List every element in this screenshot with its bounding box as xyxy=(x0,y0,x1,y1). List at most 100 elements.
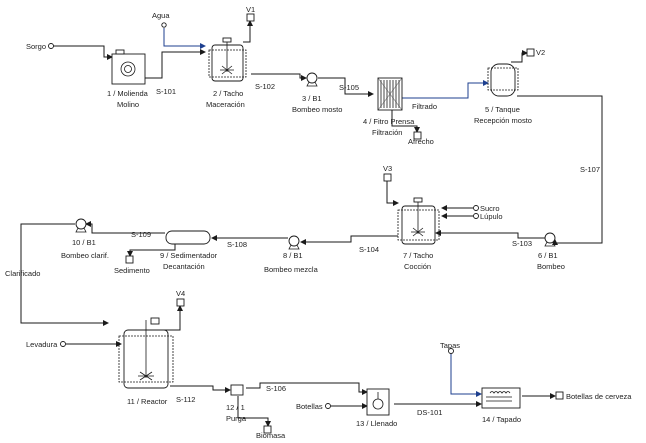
label-afrecho: Afrecho xyxy=(408,137,434,146)
tag-llenado: 13 / Llenado xyxy=(356,419,397,428)
stream-label-s109: S-109 xyxy=(131,230,151,239)
stream-label-s104: S-104 xyxy=(359,245,379,254)
label-sorgo: Sorgo xyxy=(26,42,46,51)
levadura-terminal-icon xyxy=(60,341,66,347)
stream-s107[interactable] xyxy=(517,95,603,245)
molino-icon[interactable] xyxy=(111,49,146,85)
tag-sediment: 9 / Sedimentador xyxy=(160,251,218,260)
sedimento-terminal-icon xyxy=(125,255,134,264)
sucro-terminal-icon xyxy=(473,205,479,211)
stream-label-s112: S-112 xyxy=(176,395,195,404)
agua-terminal-icon xyxy=(161,22,167,28)
purga-icon[interactable] xyxy=(230,384,244,396)
tag-purga: 12 / 1 xyxy=(226,403,245,412)
stream-v2[interactable] xyxy=(511,50,528,63)
label-levadura: Levadura xyxy=(26,340,58,349)
tag-bomba6: 6 / B1 xyxy=(538,251,558,260)
name-purga: Purga xyxy=(226,414,247,423)
lupulo-terminal-icon xyxy=(473,213,479,219)
sedimentador-icon[interactable] xyxy=(165,230,211,245)
stream-label-s106: S-106 xyxy=(266,384,286,393)
tanque-recepcion-icon[interactable] xyxy=(487,63,519,97)
bomba-6-icon[interactable] xyxy=(544,232,556,247)
llenado-icon[interactable] xyxy=(366,388,390,416)
stream-s104[interactable] xyxy=(300,235,398,245)
label-botellas-cerveza: Botellas de cerveza xyxy=(566,392,632,401)
stream-v4[interactable] xyxy=(160,305,183,331)
label-agua: Agua xyxy=(152,11,170,20)
stream-label-s101: S-101 xyxy=(156,87,176,96)
stream-s105[interactable] xyxy=(318,77,374,97)
tag-bomba10: 10 / B1 xyxy=(72,238,96,247)
stream-sorgo[interactable] xyxy=(53,45,113,60)
stream-filtrado[interactable] xyxy=(402,80,489,99)
stream-s112[interactable] xyxy=(170,385,231,393)
name-bomba6: Bombeo xyxy=(537,262,565,271)
name-tanque: Recepción mosto xyxy=(474,116,532,125)
botellas-terminal-icon xyxy=(325,403,331,409)
biomasa-terminal-icon xyxy=(263,425,272,434)
stream-s101[interactable] xyxy=(145,49,206,79)
name-macer: Maceración xyxy=(206,100,245,109)
stream-tapas[interactable] xyxy=(450,354,482,397)
reactor-icon[interactable] xyxy=(118,317,174,389)
tag-bomba8: 8 / B1 xyxy=(283,251,303,260)
stream-s106[interactable] xyxy=(246,382,368,395)
label-v2: V2 xyxy=(536,48,545,57)
stream-v3[interactable] xyxy=(386,180,399,206)
stream-label-s105: S-105 xyxy=(339,83,359,92)
afrecho-terminal-icon xyxy=(413,131,422,140)
v3-terminal-icon xyxy=(383,173,392,182)
stream-biomasa[interactable] xyxy=(237,396,271,427)
tacho-maceracion-icon[interactable] xyxy=(208,37,247,82)
bomba-8-icon[interactable] xyxy=(288,235,300,250)
stream-s109[interactable] xyxy=(85,221,165,234)
stream-label-ds101: DS-101 xyxy=(417,408,442,417)
stream-v1[interactable] xyxy=(243,20,253,43)
tacho-coccion-icon[interactable] xyxy=(397,197,440,245)
label-biomasa: Biomasa xyxy=(256,431,286,440)
stream-s102[interactable] xyxy=(251,73,307,81)
name-filtro: Filtración xyxy=(372,128,402,137)
label-tapas: Tapas xyxy=(440,341,460,350)
v4-terminal-icon xyxy=(176,298,185,307)
name-coccion: Cocción xyxy=(404,262,431,271)
stream-agua[interactable] xyxy=(163,28,206,49)
label-v3: V3 xyxy=(383,164,392,173)
label-botellas: Botellas xyxy=(296,402,323,411)
tapas-terminal-icon xyxy=(448,348,454,354)
filtro-prensa-icon[interactable] xyxy=(377,77,403,111)
label-lupulo: Lúpulo xyxy=(480,212,503,221)
stream-clarificado[interactable] xyxy=(20,223,109,326)
tag-macer: 2 / Tacho xyxy=(213,89,243,98)
name-bomba10: Bombeo clarif. xyxy=(61,251,109,260)
stream-label-s107: S-107 xyxy=(580,165,600,174)
stream-s103[interactable] xyxy=(435,230,545,239)
v1-terminal-icon xyxy=(246,13,255,22)
bomba-3-icon[interactable] xyxy=(306,72,318,87)
tag-molienda: 1 / Molienda xyxy=(107,89,149,98)
stream-label-clarificado: Clarificado xyxy=(5,269,40,278)
tag-tapado: 14 / Tapado xyxy=(482,415,521,424)
stream-label-s103: S-103 xyxy=(512,239,532,248)
stream-afrecho[interactable] xyxy=(391,110,420,133)
tag-tanque: 5 / Tanque xyxy=(485,105,520,114)
tapado-icon[interactable] xyxy=(481,387,521,409)
label-v1: V1 xyxy=(246,5,255,14)
tag-filtro: 4 / Fitro Prensa xyxy=(363,117,415,126)
label-sedimento: Sedimento xyxy=(114,266,150,275)
stream-label-s108: S-108 xyxy=(227,240,247,249)
tag-coccion: 7 / Tacho xyxy=(403,251,433,260)
stream-sedimento[interactable] xyxy=(127,243,176,257)
v2-terminal-icon xyxy=(526,48,535,57)
stream-label-filtrado: Filtrado xyxy=(412,102,437,111)
tag-reactor: 11 / Reactor xyxy=(127,397,168,406)
label-v4: V4 xyxy=(176,289,185,298)
name-molienda: Molino xyxy=(117,100,139,109)
stream-label-s102: S-102 xyxy=(255,82,275,91)
label-sucro: Sucro xyxy=(480,204,500,213)
bomba-10-icon[interactable] xyxy=(75,218,87,233)
name-sediment: Decantación xyxy=(163,262,205,271)
name-bomba8: Bombeo mezcla xyxy=(264,265,319,274)
